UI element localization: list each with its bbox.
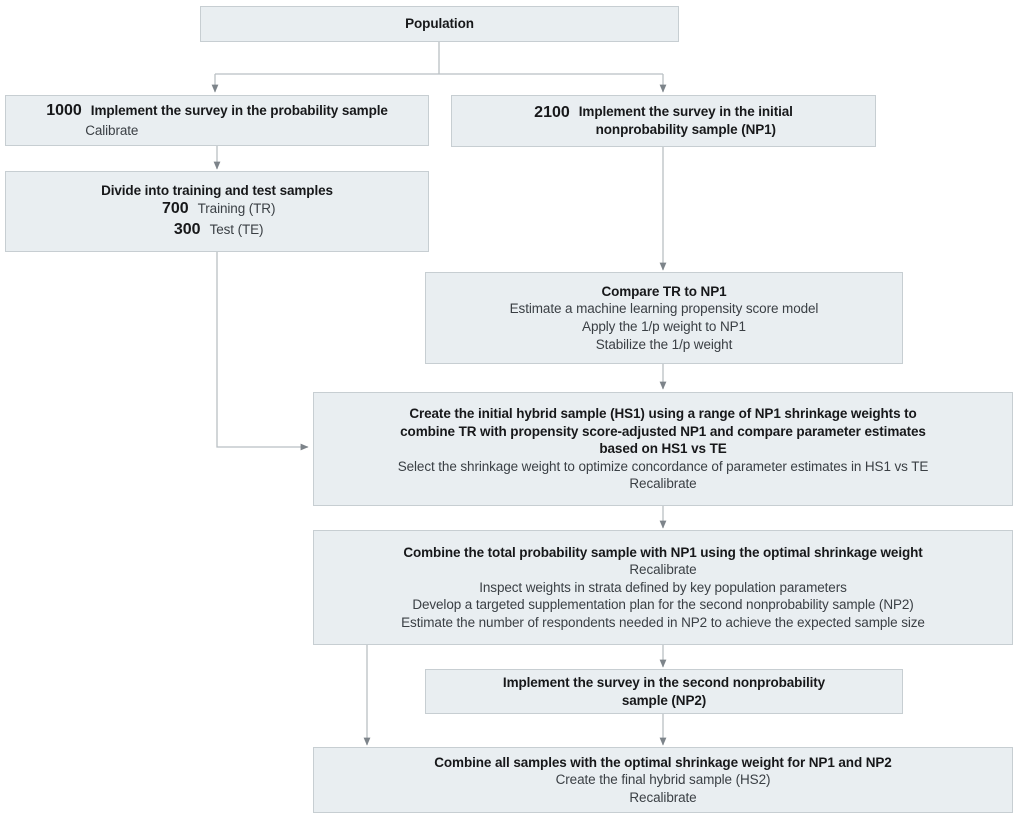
- node-compare-tr-np1[interactable]: Compare TR to NP1 Estimate a machine lea…: [425, 272, 903, 364]
- node-population-title: Population: [405, 16, 474, 32]
- node-compare-line-1: Estimate a machine learning propensity s…: [509, 301, 819, 317]
- connector-divide-to-hybrid1: [216, 252, 309, 451]
- node-probability-sample-body: 1000 Implement the survey in the probabi…: [46, 101, 388, 139]
- node-hs1-title-line3: based on HS1 vs TE: [599, 441, 727, 457]
- node-np1-sample-body: 2100 Implement the survey in the initial…: [534, 103, 793, 138]
- node-np2-title-line2: sample (NP2): [621, 692, 707, 708]
- node-np1-sample[interactable]: 2100 Implement the survey in the initial…: [451, 95, 876, 147]
- node-divide-test-count: 300: [173, 221, 201, 239]
- node-divide-training-label: Training (TR): [197, 201, 276, 217]
- node-divide-samples[interactable]: Divide into training and test samples 70…: [5, 171, 429, 252]
- node-hs1-line-1: Select the shrinkage weight to optimize …: [397, 458, 929, 474]
- node-combine-total-line-3: Develop a targeted supplementation plan …: [412, 597, 914, 613]
- node-probability-sample-subrow: Calibrate: [46, 122, 388, 140]
- node-combine-total-line-4: Estimate the number of respondents neede…: [401, 614, 925, 630]
- node-final-line-2: Recalibrate: [629, 789, 697, 805]
- node-divide-training-count: 700: [161, 200, 189, 218]
- node-divide-test-label: Test (TE): [209, 222, 264, 238]
- node-probability-sample[interactable]: 1000 Implement the survey in the probabi…: [5, 95, 429, 146]
- node-np2-title-line1: Implement the survey in the second nonpr…: [502, 674, 826, 690]
- node-probability-sample-title: Implement the survey in the probability …: [90, 103, 388, 119]
- node-divide-row-training: 700 Training (TR): [159, 199, 276, 220]
- node-probability-sample-sub: Calibrate: [85, 123, 139, 139]
- node-divide-samples-title: Divide into training and test samples: [101, 182, 333, 198]
- node-hs1-title-line1: Create the initial hybrid sample (HS1) u…: [409, 406, 917, 422]
- node-np1-sample-title-line1: Implement the survey in the initial: [578, 104, 793, 120]
- node-np1-sample-count: 2100: [534, 104, 570, 122]
- node-compare-line-3: Stabilize the 1/p weight: [595, 336, 733, 352]
- node-hs1-line-2: Recalibrate: [629, 476, 697, 492]
- node-np1-sample-title: Implement the survey in the initial nonp…: [579, 103, 793, 138]
- node-population[interactable]: Population: [200, 6, 679, 42]
- node-compare-tr-np1-title: Compare TR to NP1: [601, 283, 727, 299]
- node-final-combine[interactable]: Combine all samples with the optimal shr…: [313, 747, 1013, 813]
- node-probability-sample-main: 1000 Implement the survey in the probabi…: [46, 101, 388, 122]
- node-divide-row-test: 300 Test (TE): [171, 220, 264, 241]
- node-combine-total-np1[interactable]: Combine the total probability sample wit…: [313, 530, 1013, 645]
- node-combine-total-line-2: Inspect weights in strata defined by key…: [479, 579, 847, 595]
- node-compare-line-2: Apply the 1/p weight to NP1: [582, 319, 746, 334]
- node-probability-sample-count: 1000: [46, 102, 82, 120]
- node-combine-total-line-1: Recalibrate: [629, 562, 697, 578]
- node-final-line-1: Create the final hybrid sample (HS2): [555, 772, 771, 788]
- node-np1-sample-title-line2: nonprobability sample (NP1): [595, 122, 776, 137]
- node-hs1-title-line2: combine TR with propensity score-adjuste…: [400, 423, 926, 439]
- node-np2-sample[interactable]: Implement the survey in the second nonpr…: [425, 669, 903, 714]
- node-combine-total-title: Combine the total probability sample wit…: [403, 544, 923, 560]
- node-final-title: Combine all samples with the optimal shr…: [434, 754, 892, 770]
- node-create-hybrid-hs1[interactable]: Create the initial hybrid sample (HS1) u…: [313, 392, 1013, 506]
